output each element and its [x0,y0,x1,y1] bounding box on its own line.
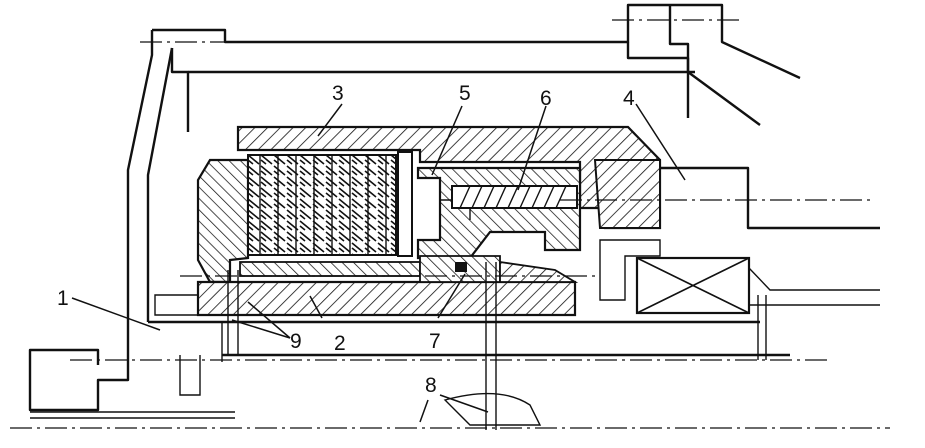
bearing [635,256,880,315]
callout-9: 9 [290,330,302,353]
right-housing [593,159,880,301]
callout-1: 1 [57,287,69,310]
return-spring [451,185,578,209]
housing-outline [28,3,801,419]
piston [416,166,582,260]
callout-6: 6 [540,87,552,110]
callout-3: 3 [332,82,344,105]
leader-lines [71,103,686,423]
bolts-and-oil-passage [179,262,767,430]
callout-2: 2 [334,332,346,355]
callout-4: 4 [623,87,635,110]
callout-7: 7 [429,330,441,353]
clutch-drum [236,125,662,230]
friction-plate-pack [247,151,413,257]
callout-5: 5 [459,82,471,105]
callout-8: 8 [425,374,437,397]
centre-lines [10,19,890,429]
